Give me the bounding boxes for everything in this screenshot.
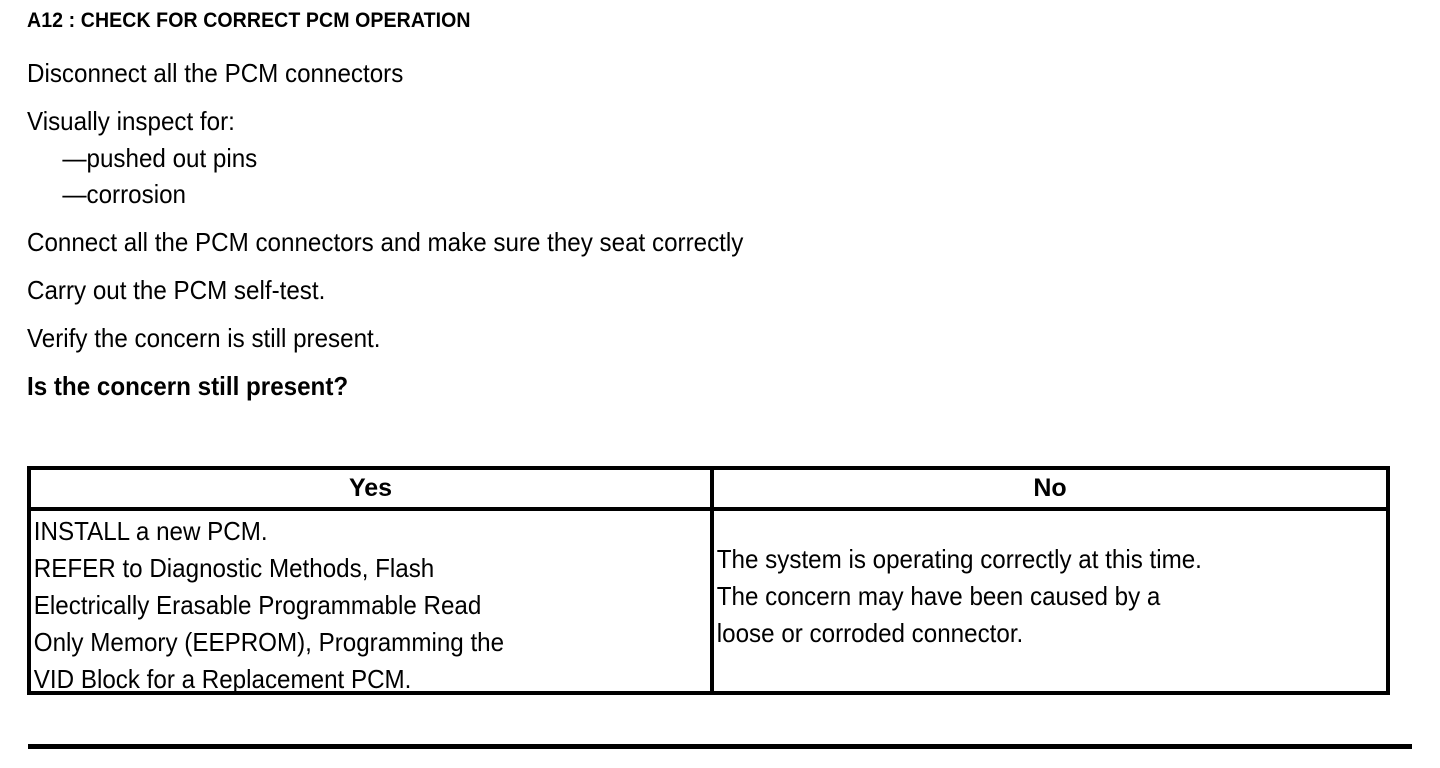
instruction-list: Disconnect all the PCM connectors Visual… (27, 56, 1407, 403)
instruction-line-disconnect-connectors: Disconnect all the PCM connectors (27, 58, 404, 88)
yes-line-1: INSTALL a new PCM. (33, 516, 268, 546)
table-cell-no: The system is operating correctly at thi… (714, 511, 1386, 691)
table-header-rule (31, 507, 1386, 511)
page-bottom-rule (28, 744, 1412, 749)
table-header-no: No (1033, 474, 1067, 502)
yes-line-3: Electrically Erasable Programmable Read (33, 590, 482, 620)
yes-line-5: VID Block for a Replacement PCM. (33, 664, 412, 694)
instruction-bullet-corrosion: —corrosion (62, 179, 186, 209)
instruction-line-verify-concern: Verify the concern is still present. (27, 323, 381, 353)
table-column-divider (710, 470, 714, 691)
no-line-2: The concern may have been caused by a (716, 580, 1161, 611)
decision-table: Yes No INSTALL a new PCM. REFER to Diagn… (27, 466, 1390, 695)
yes-line-4: Only Memory (EEPROM), Programming the (33, 627, 505, 657)
yes-line-2: REFER to Diagnostic Methods, Flash (33, 553, 435, 583)
step-heading: A12 : CHECK FOR CORRECT PCM OPERATION (27, 9, 471, 32)
table-header-yes: Yes (348, 474, 393, 502)
decision-question: Is the concern still present? (27, 371, 349, 401)
instruction-line-connect-connectors: Connect all the PCM connectors and make … (27, 227, 744, 257)
instruction-bullet-pushed-out-pins: —pushed out pins (62, 143, 258, 173)
decision-table-inner: Yes No INSTALL a new PCM. REFER to Diagn… (31, 470, 1386, 694)
table-cell-yes: INSTALL a new PCM. REFER to Diagnostic M… (31, 511, 721, 694)
no-line-1: The system is operating correctly at thi… (716, 543, 1202, 574)
instruction-line-visually-inspect: Visually inspect for: (27, 106, 235, 136)
no-line-3: loose or corroded connector. (716, 617, 1024, 648)
instruction-line-carry-out-self-test: Carry out the PCM self-test. (27, 275, 326, 305)
